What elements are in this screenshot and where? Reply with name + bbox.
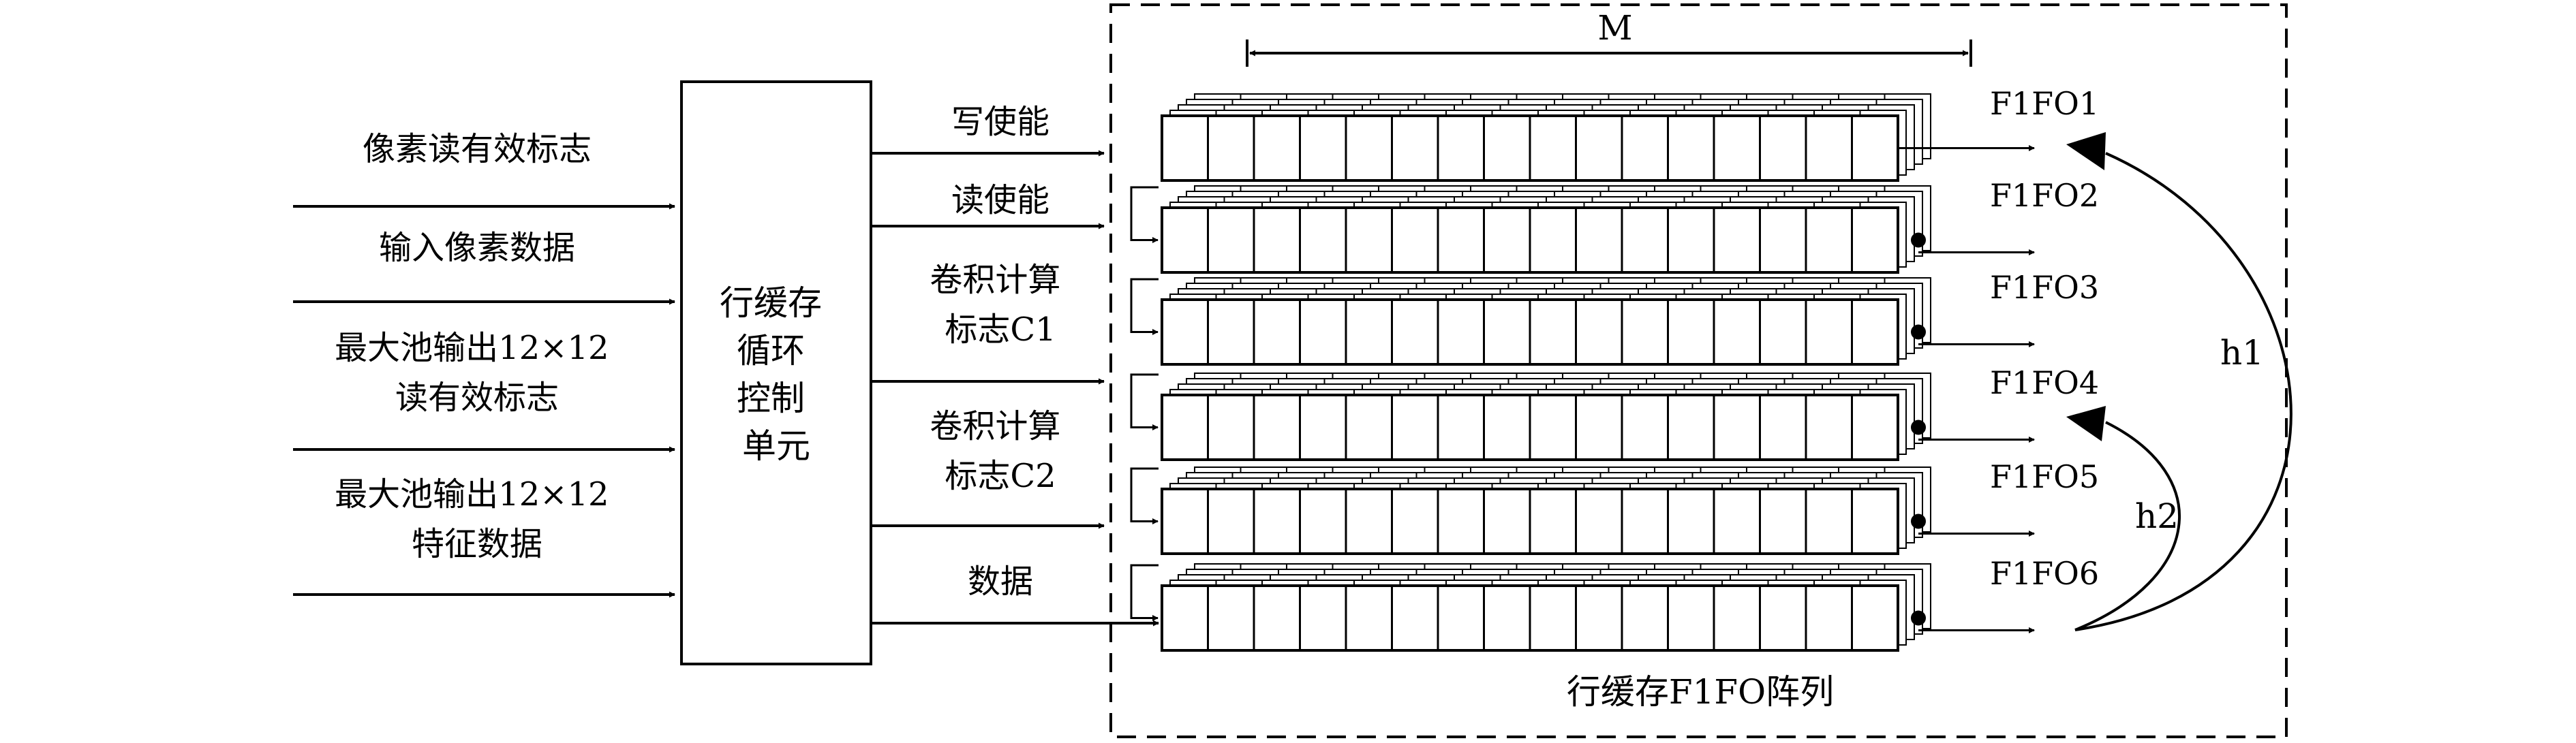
arc-h1 — [2074, 152, 2293, 631]
fifo-junction-dot — [1911, 324, 1926, 340]
signal-label-conv-flag-c1: 卷积计算 标志C1 — [930, 261, 1071, 349]
controller-label: 行缓存 循环 控制 单元 — [720, 283, 833, 466]
arc-h1-arrowhead — [2066, 132, 2106, 170]
fifo-junction-dot — [1911, 420, 1926, 435]
fifo-row — [1161, 93, 2035, 182]
signal-label-write-enable: 写使能 — [951, 103, 1049, 141]
fifo-input-link — [1130, 186, 1159, 243]
fifo-label-1: F1FO1 — [1990, 85, 2099, 122]
input-label-pixel-read-valid: 像素读有效标志 — [363, 130, 592, 168]
signal-label-data: 数据 — [968, 563, 1033, 601]
fifo-junction-dot — [1911, 610, 1926, 626]
arc-label-h2: h2 — [2135, 496, 2179, 536]
fifo-input-link — [1130, 467, 1159, 524]
fifo-array-title: 行缓存F1FO阵列 — [1567, 672, 1834, 712]
fifo-row — [1130, 563, 2035, 652]
width-label: M — [1597, 8, 1632, 48]
fifo-label-5: F1FO5 — [1990, 458, 2099, 495]
width-dimension — [1246, 39, 1972, 67]
fifo-junction-dot — [1911, 232, 1926, 248]
input-labels: 像素读有效标志 输入像素数据 最大池输出12×12 读有效标志 最大池输出12×… — [335, 130, 619, 563]
input-label-maxpool-feature-data: 最大池输出12×12 特征数据 — [335, 475, 619, 563]
controller-block — [680, 80, 872, 665]
arc-label-h1: h1 — [2220, 333, 2264, 373]
input-label-input-pixel-data: 输入像素数据 — [379, 229, 575, 267]
signal-labels: 写使能 读使能 卷积计算 标志C1 卷积计算 标志C2 数据 — [930, 103, 1071, 601]
fifo-input-link — [1130, 278, 1159, 335]
fifo-junction-dot — [1911, 513, 1926, 529]
signal-label-read-enable: 读使能 — [951, 181, 1049, 219]
fifo-label-4: F1FO4 — [1990, 364, 2099, 401]
signal-arrows — [871, 150, 1159, 627]
input-label-maxpool-read-valid: 最大池输出12×12 读有效标志 — [335, 329, 619, 417]
recirculation-arcs — [2074, 152, 2293, 631]
fifo-input-link — [1130, 373, 1159, 430]
arc-h2 — [2074, 421, 2181, 631]
fifo-row — [1130, 277, 2035, 366]
fifo-row — [1130, 185, 2035, 274]
input-arrows — [293, 203, 675, 598]
fifo-rows — [1130, 93, 2035, 652]
fifo-label-6: F1FO6 — [1990, 555, 2099, 592]
arc-h2-arrowhead — [2066, 406, 2106, 441]
signal-label-conv-flag-c2: 卷积计算 标志C2 — [930, 407, 1071, 495]
fifo-row — [1130, 467, 2035, 555]
fifo-label-3: F1FO3 — [1990, 269, 2099, 306]
fifo-row — [1130, 373, 2035, 461]
fifo-input-link — [1130, 564, 1159, 621]
fifo-label-2: F1FO2 — [1990, 177, 2099, 214]
